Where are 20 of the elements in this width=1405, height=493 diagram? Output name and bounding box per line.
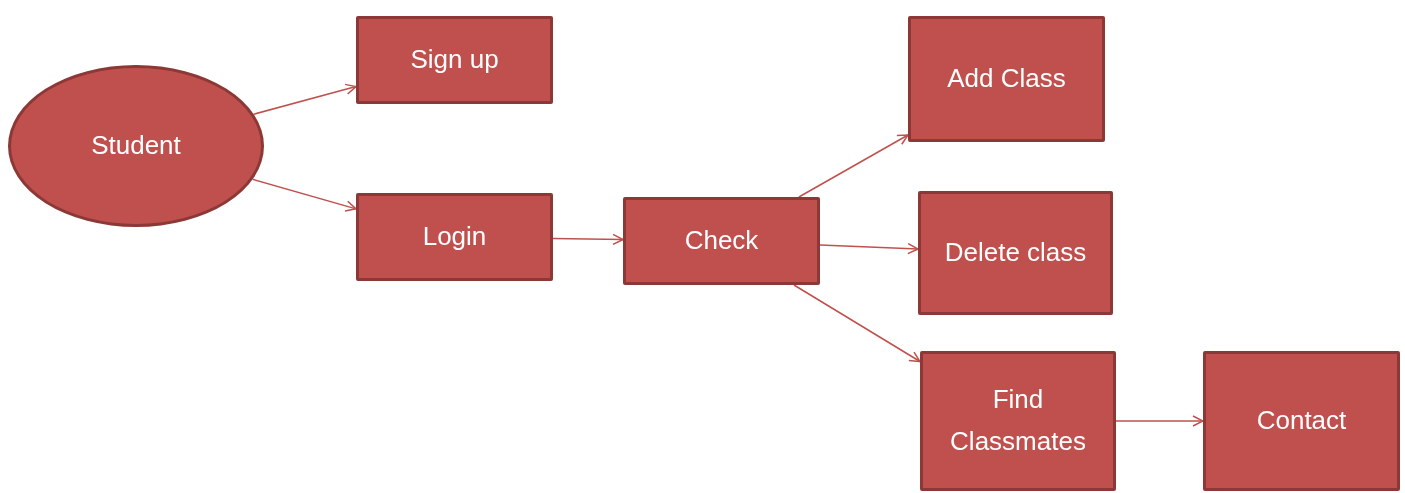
node-label: Find Classmates	[949, 383, 1087, 458]
arrow	[819, 242, 919, 255]
node-label: Delete class	[944, 236, 1087, 270]
process-box	[356, 193, 553, 281]
process-box	[1203, 351, 1400, 491]
arrow	[552, 233, 624, 246]
process-box	[623, 197, 820, 285]
process-box	[918, 191, 1113, 315]
process-box	[920, 351, 1116, 491]
process-box	[356, 16, 553, 104]
node-label: Contact	[1256, 404, 1347, 438]
node-label: Student	[91, 129, 181, 163]
arrow	[1115, 415, 1204, 427]
arrow	[793, 284, 921, 363]
node-label: Sign up	[410, 43, 499, 77]
node-label: Check	[684, 224, 759, 258]
node-label: Add Class	[947, 62, 1066, 96]
arrow	[798, 134, 909, 198]
node-label: Login	[422, 220, 487, 254]
process-box	[908, 16, 1105, 142]
